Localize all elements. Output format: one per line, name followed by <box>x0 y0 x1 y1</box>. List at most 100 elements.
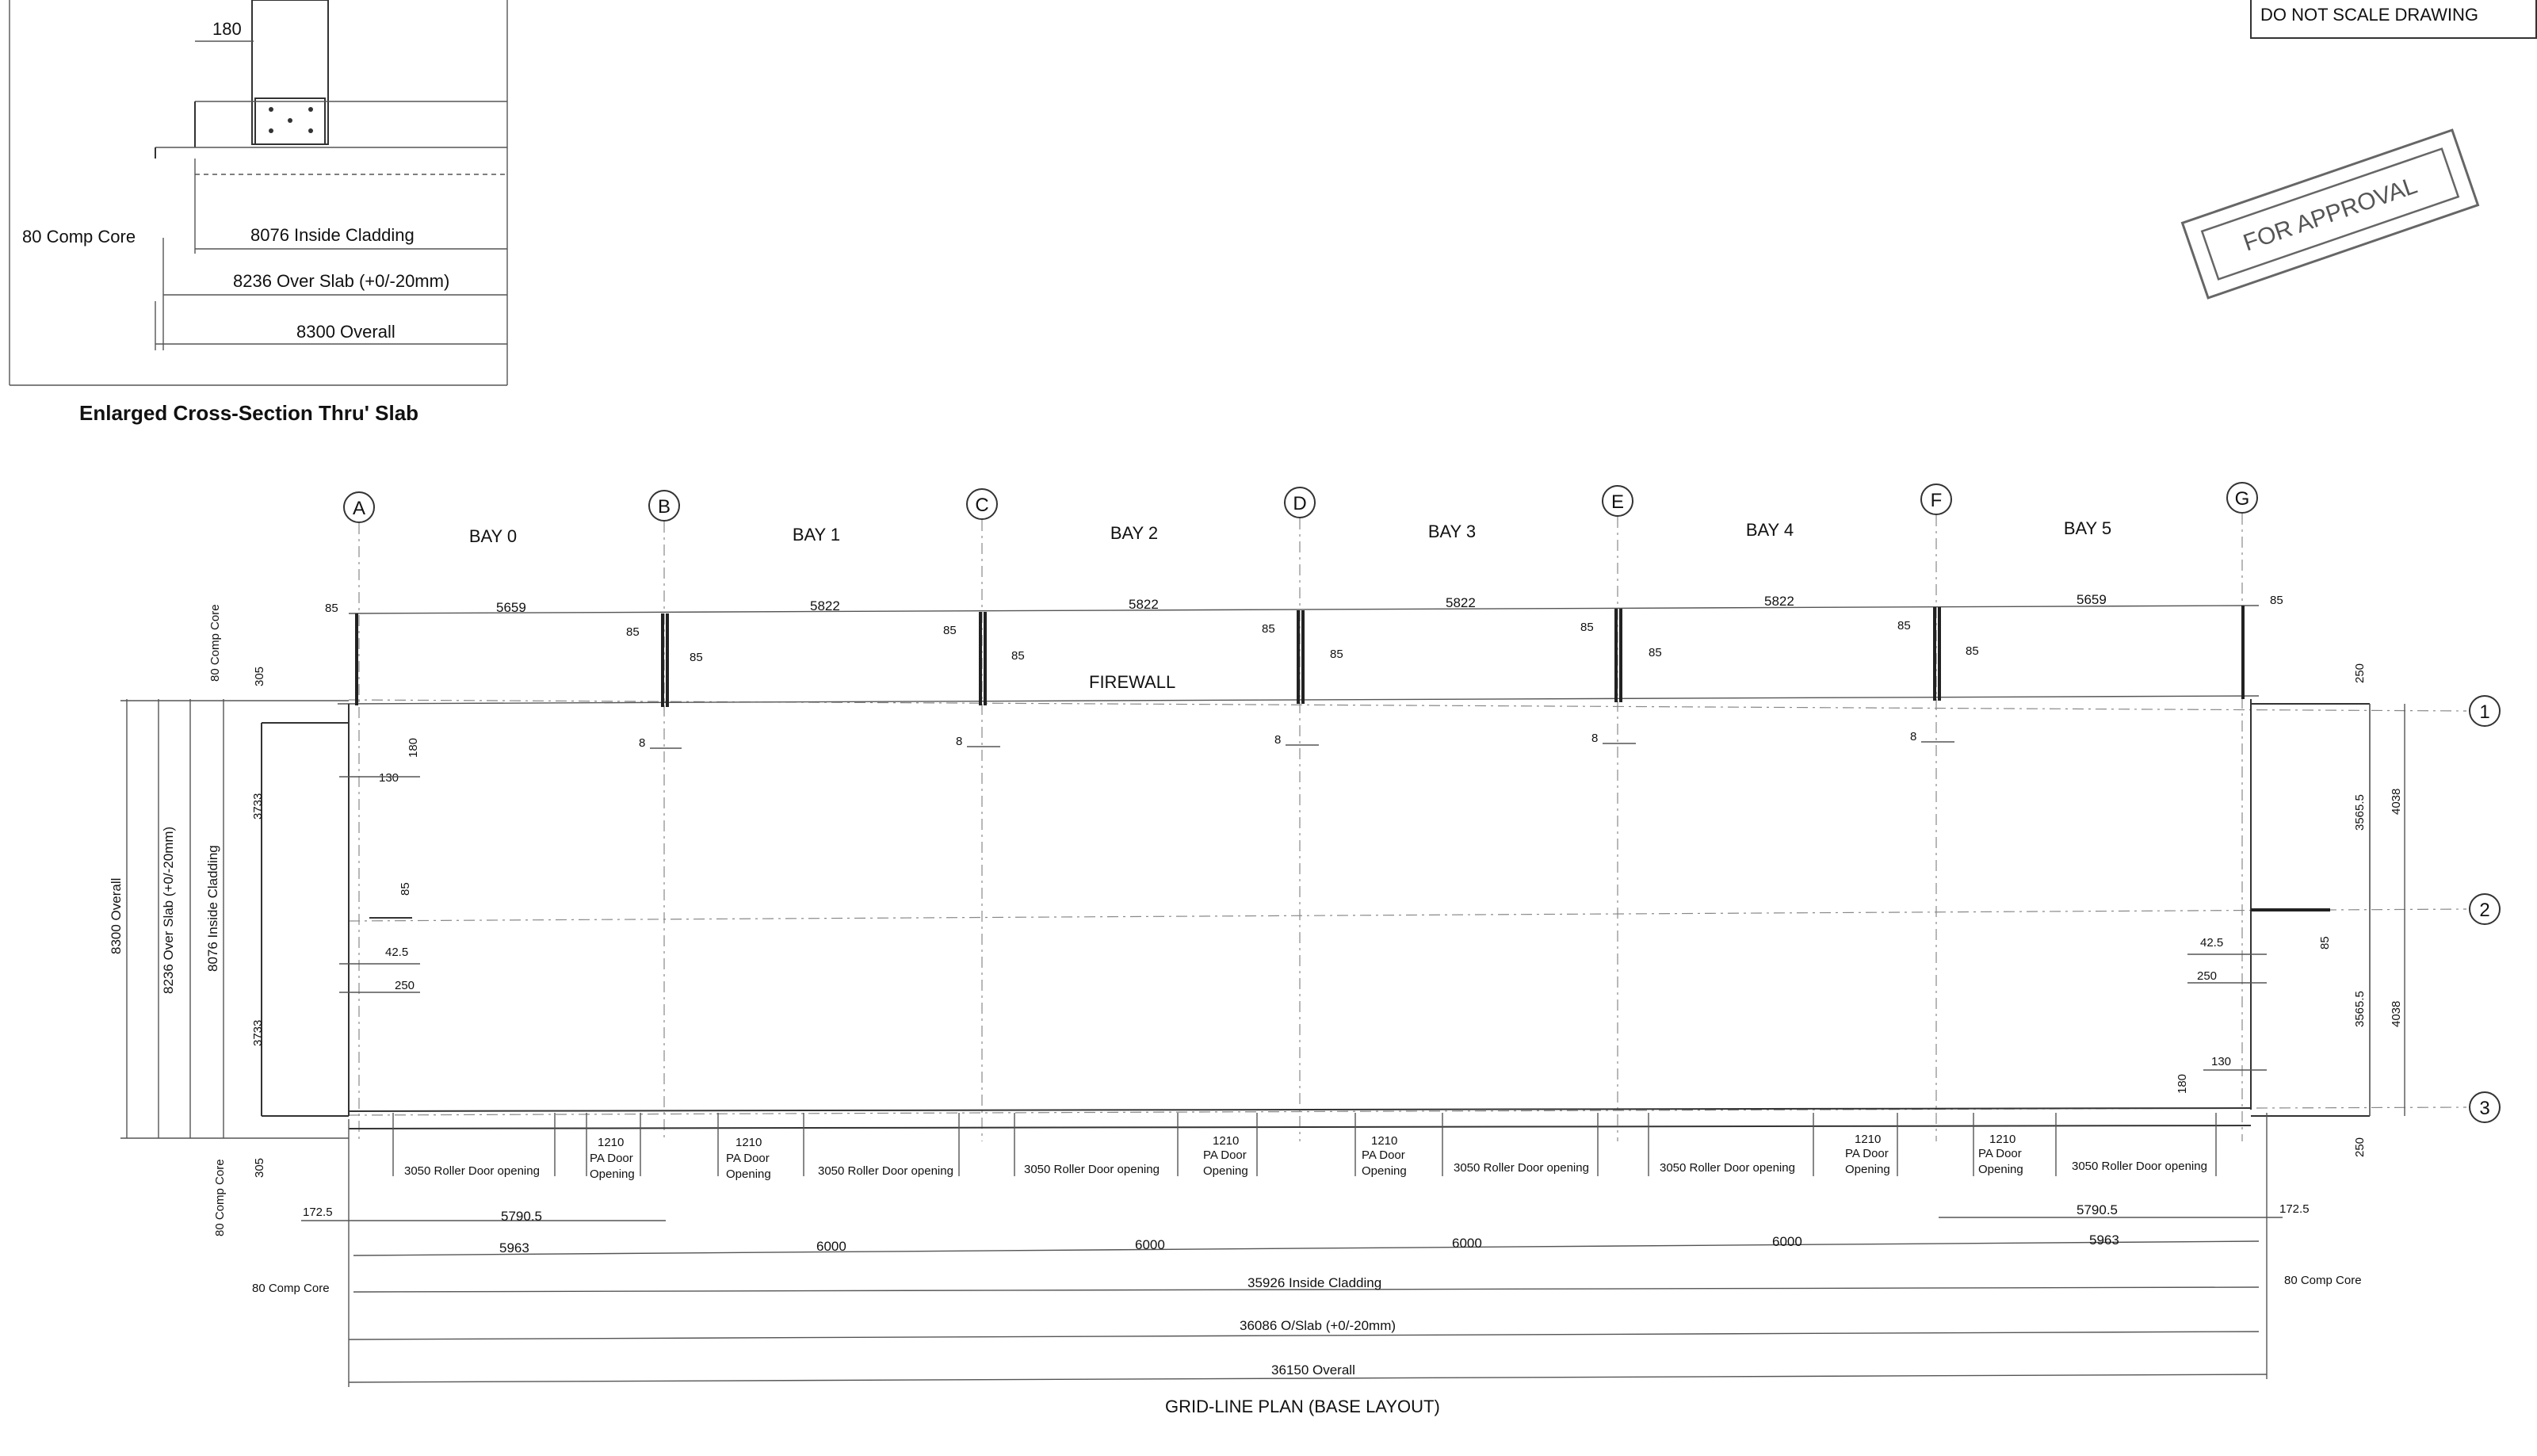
firewall-post-c: 85 85 8 <box>943 612 1025 748</box>
svg-text:PA Door: PA Door <box>1845 1147 1889 1160</box>
grid-bubble-2: 2 <box>2469 893 2501 925</box>
svg-text:E: E <box>1611 491 1624 513</box>
top-dim-bay1: 5822 <box>810 598 840 613</box>
svg-text:Opening: Opening <box>1978 1163 2023 1176</box>
svg-text:D: D <box>1293 493 1306 514</box>
right-dim-42-5: 42.5 <box>2200 936 2223 950</box>
svg-text:1: 1 <box>2479 701 2489 723</box>
roller-door-bay4: 3050 Roller Door opening <box>1660 1161 1795 1175</box>
section-dim-180: 180 <box>212 19 242 39</box>
right-dim-85: 85 <box>2318 936 2332 950</box>
roller-door-bay2: 3050 Roller Door opening <box>1024 1163 1160 1176</box>
left-dim-inside: 8076 Inside Cladding <box>205 845 220 972</box>
svg-text:8: 8 <box>1274 733 1281 747</box>
svg-text:Opening: Opening <box>726 1167 771 1181</box>
plan-title: GRID-LINE PLAN (BASE LAYOUT) <box>1165 1397 1440 1416</box>
firewall-label: FIREWALL <box>1089 672 1175 692</box>
right-dim-250-top: 250 <box>2353 663 2367 683</box>
left-dim-85: 85 <box>399 882 412 896</box>
svg-text:1210: 1210 <box>736 1136 762 1149</box>
svg-text:85: 85 <box>1897 619 1911 632</box>
bay-label: BAY 0 <box>469 526 517 546</box>
pa-door-l1: PA Door <box>590 1152 633 1165</box>
bottom-dim-5790-5-right: 5790.5 <box>2077 1202 2118 1217</box>
pa-door-l2: Opening <box>590 1167 635 1181</box>
svg-text:85: 85 <box>1330 648 1343 661</box>
do-not-scale-text: DO NOT SCALE DRAWING <box>2260 5 2478 25</box>
section-inside-cladding: 8076 Inside Cladding <box>250 225 415 245</box>
bottom-dim-5790-5-left: 5790.5 <box>501 1209 542 1224</box>
roller-door-bay5: 3050 Roller Door opening <box>2072 1160 2207 1173</box>
bottom-dim-overall: 36150 Overall <box>1271 1362 1355 1378</box>
svg-text:B: B <box>658 496 671 518</box>
firewall-post-d: 85 85 8 <box>1262 610 1343 747</box>
top-dim-85: 85 <box>325 602 338 615</box>
grid-bubble-e: E <box>1602 485 1633 517</box>
bottom-dim-6000: 6000 <box>1135 1237 1165 1252</box>
top-dim-bay5: 5659 <box>2077 592 2107 607</box>
svg-text:85: 85 <box>1011 649 1025 663</box>
svg-text:8: 8 <box>956 735 962 748</box>
left-dim-250: 250 <box>395 979 415 992</box>
svg-text:1210: 1210 <box>1855 1133 1881 1146</box>
svg-text:2: 2 <box>2479 900 2489 921</box>
grid-bubble-f: F <box>1920 483 1952 515</box>
bottom-dim-5963-right: 5963 <box>2089 1232 2119 1248</box>
grid-bubble-3: 3 <box>2469 1091 2501 1123</box>
bottom-core-right: 80 Comp Core <box>2284 1274 2362 1287</box>
svg-text:8: 8 <box>1910 730 1916 743</box>
bottom-dim-oslab: 36086 O/Slab (+0/-20mm) <box>1240 1318 1396 1333</box>
firewall-post-e: 85 85 8 <box>1580 609 1662 745</box>
right-dim-250: 250 <box>2197 969 2217 983</box>
svg-text:Opening: Opening <box>1203 1164 1248 1178</box>
svg-text:8: 8 <box>1591 732 1598 745</box>
top-dim-bay0: 5659 <box>496 600 526 615</box>
svg-text:PA Door: PA Door <box>1362 1148 1405 1162</box>
grid-bubble-1: 1 <box>2469 695 2501 727</box>
left-dim-3733-bot: 3733 <box>251 1020 265 1046</box>
opening-row: 3050 Roller Door opening 1210 PA Door Op… <box>392 1113 2217 1181</box>
approval-stamp: FOR APPROVAL <box>2180 128 2480 300</box>
right-dim-4038-top: 4038 <box>2390 789 2403 815</box>
bottom-dim-6000: 6000 <box>816 1239 846 1254</box>
svg-text:1210: 1210 <box>1213 1134 1239 1148</box>
svg-text:1210: 1210 <box>1989 1133 2015 1146</box>
bottom-dim-172-5-right: 172.5 <box>2279 1202 2310 1216</box>
svg-text:85: 85 <box>1580 621 1594 634</box>
bottom-dim-inside: 35926 Inside Cladding <box>1247 1275 1381 1290</box>
svg-text:Opening: Opening <box>1845 1163 1890 1176</box>
firewall-post-f: 85 85 8 <box>1897 607 1979 743</box>
firewall-post-b: 85 85 8 <box>626 613 703 750</box>
svg-text:85: 85 <box>1966 644 1979 658</box>
svg-text:3: 3 <box>2479 1098 2489 1119</box>
bay-label: BAY 5 <box>2064 518 2111 538</box>
top-dim-bay3: 5822 <box>1446 595 1476 610</box>
section-overall: 8300 Overall <box>296 322 395 342</box>
bay-label: BAY 3 <box>1428 522 1476 541</box>
svg-text:85: 85 <box>626 625 640 639</box>
bottom-dim-6000: 6000 <box>1772 1234 1802 1249</box>
left-dim-42-5: 42.5 <box>385 946 408 959</box>
svg-text:85: 85 <box>943 624 957 637</box>
left-dim-overall: 8300 Overall <box>109 878 124 954</box>
right-dim-250-bot: 250 <box>2353 1137 2367 1157</box>
svg-text:F: F <box>1931 490 1943 511</box>
left-dim-130: 130 <box>379 771 399 785</box>
svg-text:Opening: Opening <box>1362 1164 1407 1178</box>
bottom-dim-172-5-left: 172.5 <box>303 1206 333 1219</box>
svg-text:PA Door: PA Door <box>726 1152 770 1165</box>
bay-label: BAY 2 <box>1110 523 1158 543</box>
pa-door-size: 1210 <box>598 1136 624 1149</box>
grid-bubble-g: G <box>2226 482 2258 514</box>
top-dim-bay4: 5822 <box>1764 594 1794 609</box>
svg-text:A: A <box>353 498 365 519</box>
svg-text:85: 85 <box>1262 622 1275 636</box>
svg-text:85: 85 <box>1649 646 1662 659</box>
grid-bubble-c: C <box>966 488 998 520</box>
grid-bubble-b: B <box>648 490 680 522</box>
svg-text:C: C <box>975 495 988 516</box>
left-dim-over-slab: 8236 Over Slab (+0/-20mm) <box>161 827 176 994</box>
right-dim-3565-top: 3565.5 <box>2353 794 2367 831</box>
bay-label: BAY 4 <box>1746 520 1794 540</box>
